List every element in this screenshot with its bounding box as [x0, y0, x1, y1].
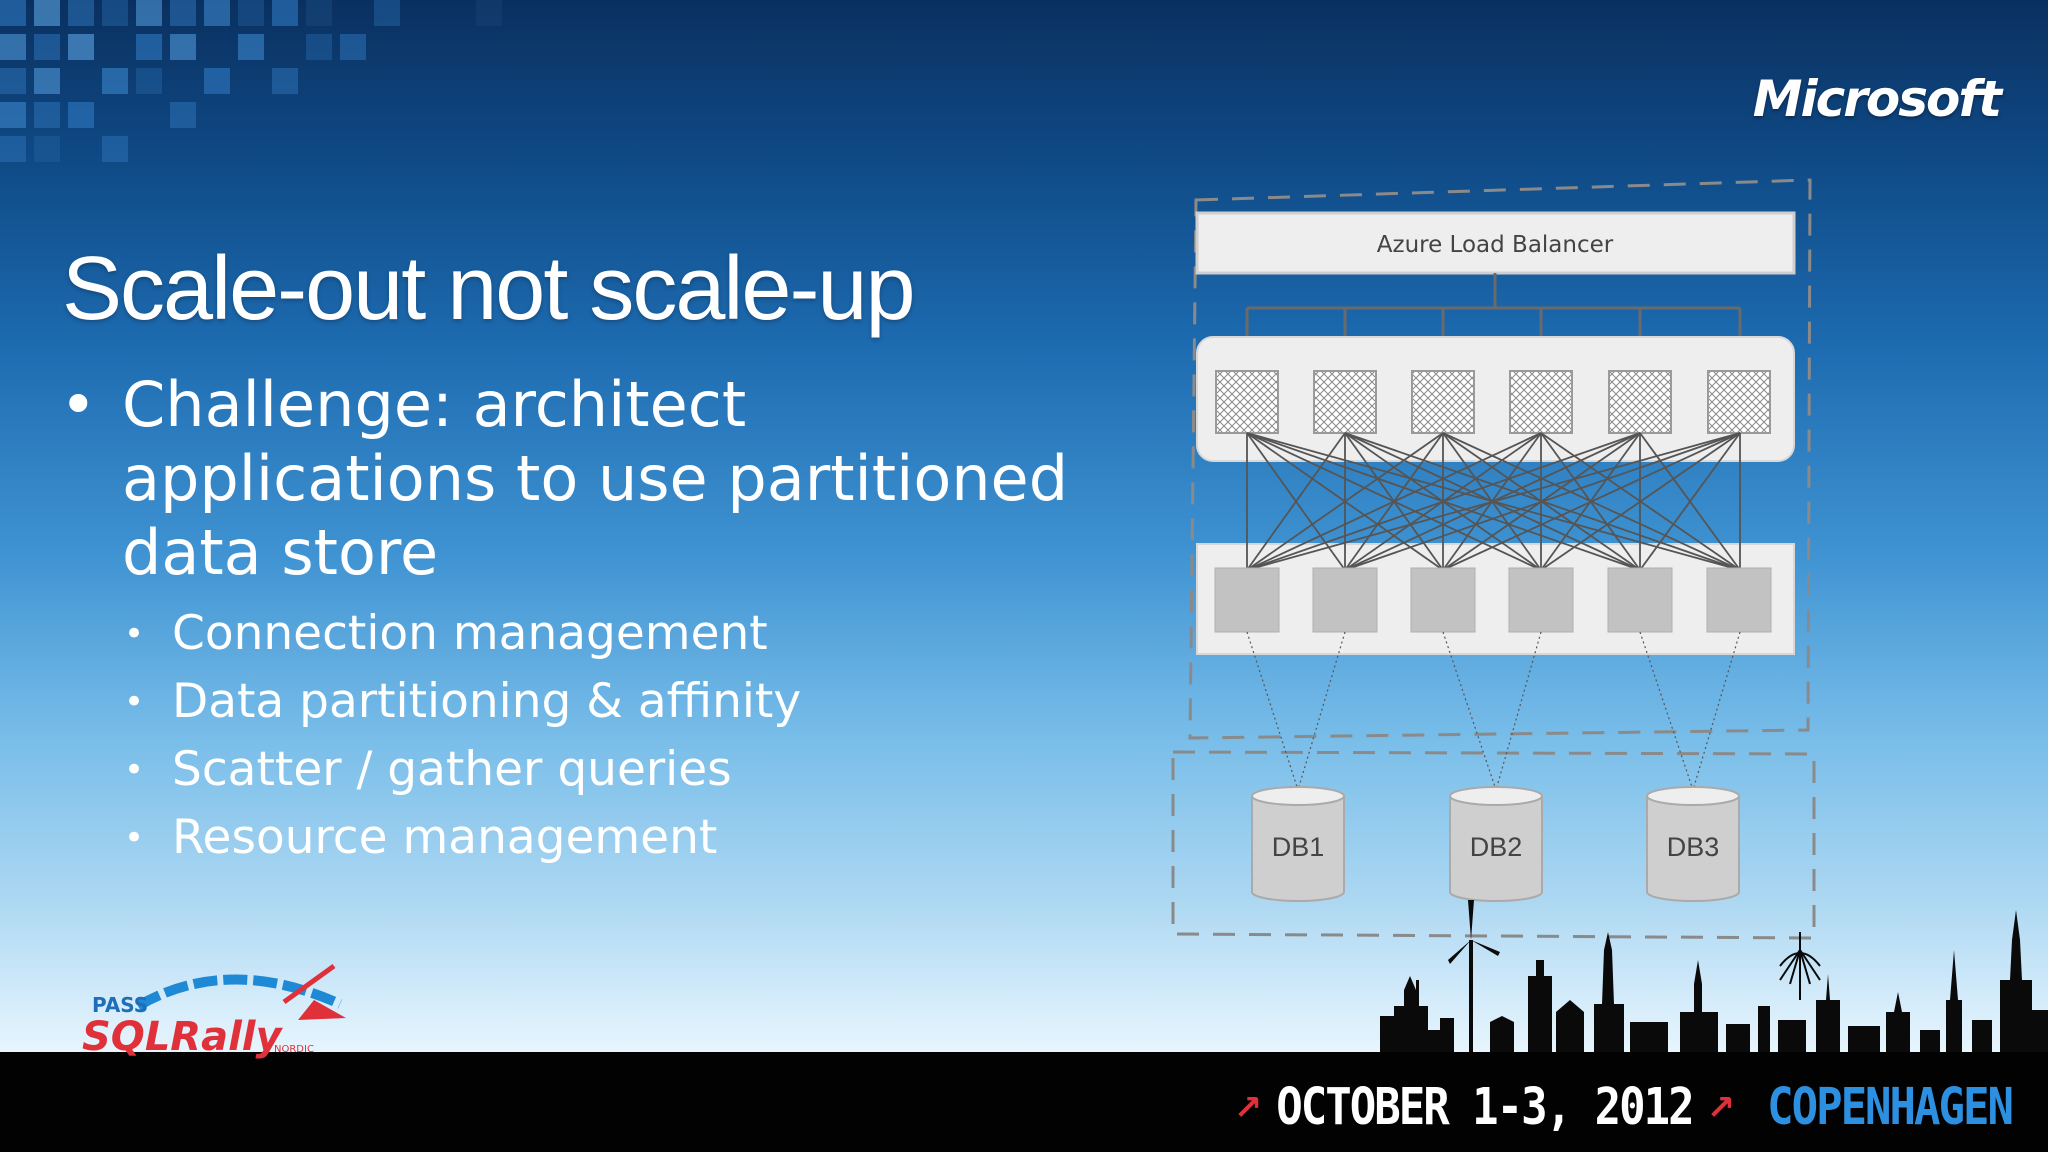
event-info: ↗ OCTOBER 1-3, 2012 ↗ COPENHAGEN — [1233, 1078, 2014, 1137]
database-1: DB1 — [1251, 786, 1345, 902]
database-2-label: DB2 — [1470, 832, 1523, 862]
bullet-challenge-text: Challenge: architect applications to use… — [122, 368, 1069, 589]
logo-nordic-text: NORDIC — [274, 1044, 314, 1055]
architecture-diagram: Azure Load Balancer — [1171, 178, 1816, 940]
pixel-mosaic-decoration — [0, 0, 502, 162]
microsoft-logo: Microsoft — [1752, 70, 2002, 128]
subbullet-list: •Connection management •Data partitionin… — [60, 600, 1110, 872]
arrow-up-right-icon: ↗ — [1233, 1087, 1263, 1128]
database-3: DB3 — [1646, 786, 1740, 902]
web-role-instances — [1215, 370, 1771, 434]
arrow-up-right-icon: ↗ — [1706, 1087, 1736, 1128]
database-3-label: DB3 — [1667, 832, 1720, 862]
bullet-list: • Challenge: architect applications to u… — [60, 368, 1110, 872]
load-balancer-label: Azure Load Balancer — [1377, 232, 1614, 258]
node-to-db-links — [1246, 631, 1741, 791]
storage-boundary — [1171, 750, 1816, 940]
database-2: DB2 — [1449, 786, 1543, 902]
subbullet-item: •Resource management — [124, 804, 1110, 872]
logo-sqlrally-text: SQLRally — [82, 1014, 284, 1060]
pass-sqlrally-logo: PASS SQLRally NORDIC — [82, 963, 346, 1060]
data-access-nodes — [1214, 567, 1772, 633]
slide-title: Scale-out not scale-up — [62, 239, 916, 339]
compute-boundary — [1188, 178, 1812, 740]
subbullet-item: •Data partitioning & affinity — [124, 668, 1110, 736]
copenhagen-skyline — [1380, 900, 2048, 1054]
bullet-dot: • — [124, 750, 145, 790]
data-tier-container — [1196, 543, 1795, 655]
event-city: COPENHAGEN — [1767, 1078, 2014, 1137]
subbullet-item: •Connection management — [124, 600, 1110, 668]
logo-pass-text: PASS — [92, 993, 148, 1017]
bullet-dot: • — [60, 368, 97, 441]
bullet-challenge: • Challenge: architect applications to u… — [60, 368, 1110, 590]
bullet-dot: • — [124, 818, 145, 858]
bullet-dot: • — [124, 614, 145, 654]
subbullet-item: •Scatter / gather queries — [124, 736, 1110, 804]
event-date: OCTOBER 1-3, 2012 — [1276, 1078, 1694, 1137]
database-1-label: DB1 — [1272, 832, 1325, 862]
bullet-dot: • — [124, 682, 145, 722]
footer-bar — [0, 1052, 2048, 1152]
mesh-connections — [1246, 432, 1741, 571]
